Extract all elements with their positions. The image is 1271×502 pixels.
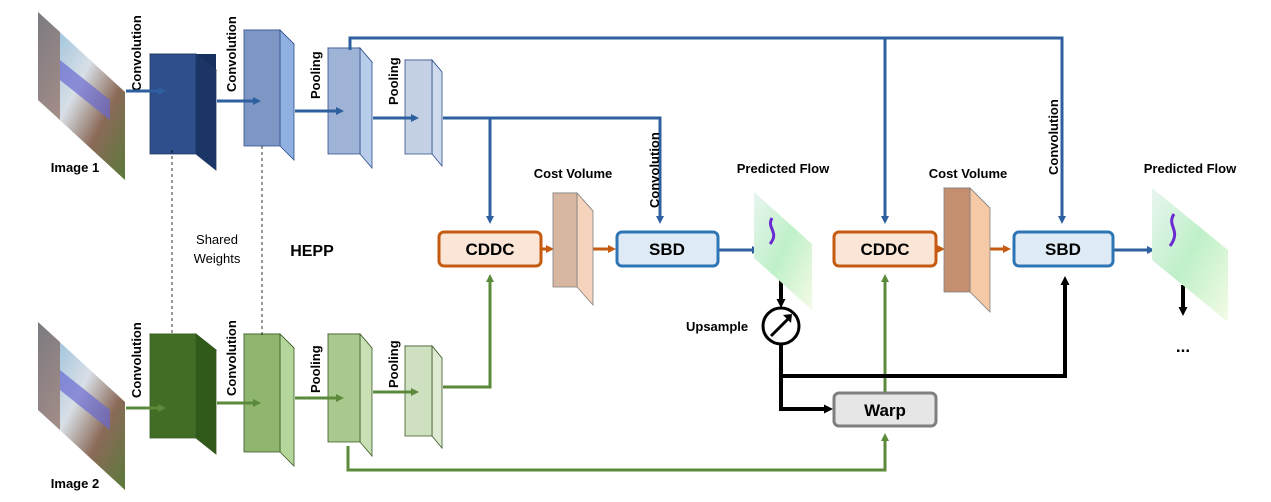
image-1-label: Image 1 (51, 160, 99, 175)
conv-label-1-bottom: Convolution (129, 322, 144, 398)
conv-label-1-top: Convolution (129, 15, 144, 91)
cost-volume-block-1 (552, 191, 594, 307)
sbd-module-2: SBD (1012, 230, 1115, 268)
pool-label-2-bottom: Pooling (386, 340, 401, 388)
pool-block-1-top (327, 46, 373, 170)
conv-label-2-bottom: Convolution (224, 320, 239, 396)
convolution-label-right: Convolution (1046, 99, 1061, 175)
image-2-label: Image 2 (51, 476, 99, 491)
cddc-module-2: CDDC (832, 230, 938, 268)
pool-label-2-top: Pooling (386, 57, 401, 105)
convolution-label-mid: Convolution (647, 132, 662, 208)
sbd-label-2: SBD (1045, 240, 1081, 259)
warp-module: Warp (832, 391, 938, 428)
conv-block-1-bottom (148, 333, 218, 455)
pool-block-2-bottom (404, 344, 443, 450)
conv-label-2-top: Convolution (224, 16, 239, 92)
image-2-thumbnail (38, 322, 125, 490)
image-1-thumbnail (38, 12, 125, 180)
cddc-label-1: CDDC (465, 240, 514, 259)
predicted-flow-image-1 (754, 192, 812, 310)
cddc-label-2: CDDC (860, 240, 909, 259)
hepp-label: HEPP (290, 243, 334, 260)
shared-weights-label-line1: Shared (196, 232, 238, 247)
cost-volume-label-2: Cost Volume (929, 166, 1008, 181)
cost-volume-block-2 (943, 187, 991, 313)
predicted-flow-label-1: Predicted Flow (737, 161, 830, 176)
ellipsis-label: ... (1176, 337, 1190, 356)
pool-block-2-top (404, 58, 443, 168)
pool-block-1-bottom (327, 332, 373, 458)
conv-block-1-top (148, 53, 218, 171)
conv-block-2-top (243, 29, 295, 161)
black-connections (776, 276, 1188, 414)
pool-label-1-top: Pooling (308, 51, 323, 99)
green-connections (126, 274, 889, 472)
pool-label-1-bottom: Pooling (308, 345, 323, 393)
warp-label: Warp (864, 401, 906, 420)
upsample-label: Upsample (686, 319, 748, 334)
shared-weights-label-line2: Weights (194, 251, 241, 266)
predicted-flow-label-2: Predicted Flow (1144, 161, 1237, 176)
cddc-module-1: CDDC (437, 230, 543, 268)
sbd-module-1: SBD (615, 230, 720, 268)
blue-connections (126, 36, 1155, 254)
predicted-flow-image-2 (1152, 188, 1228, 322)
cost-volume-label-1: Cost Volume (534, 166, 613, 181)
upsample-icon (761, 306, 801, 346)
conv-block-2-bottom (243, 333, 295, 467)
sbd-label-1: SBD (649, 240, 685, 259)
